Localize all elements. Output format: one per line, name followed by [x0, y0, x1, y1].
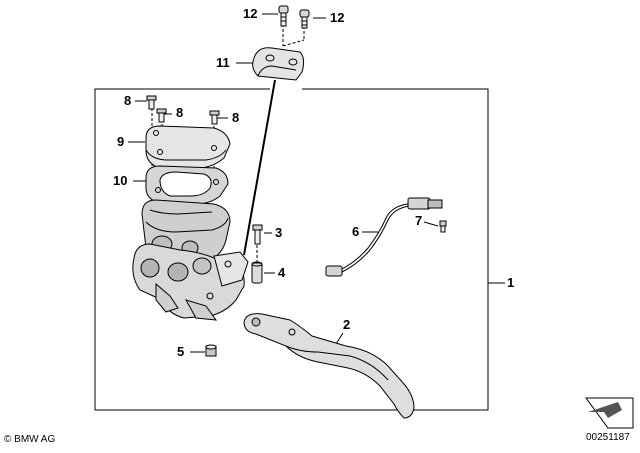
- callout-2: 2: [343, 317, 351, 332]
- leader-line-7: [423, 221, 439, 227]
- callout-3: 3: [275, 225, 283, 240]
- clamp-11: [252, 47, 305, 81]
- hand-lever-2: [243, 313, 415, 419]
- callout-1: 1: [507, 275, 515, 290]
- callout-12a: 12: [243, 6, 258, 21]
- callout-4: 4: [278, 265, 286, 280]
- screw-8a: [146, 95, 157, 110]
- callout-9: 9: [117, 134, 125, 149]
- brake-switch-cable-6: [325, 197, 443, 277]
- assembly-frame: [94, 88, 489, 411]
- callout-6: 6: [352, 224, 360, 239]
- master-cylinder-housing: [132, 199, 249, 321]
- screw-8b: [156, 108, 167, 123]
- callout-8c: 8: [232, 110, 240, 125]
- screw-8c: [209, 110, 220, 125]
- image-number: 00251187: [586, 432, 630, 443]
- page-corner-arrow-icon: [585, 397, 634, 429]
- copyright-text: © BMW AG: [4, 434, 56, 445]
- alignment-line: [282, 39, 305, 47]
- reservoir-cover-9: [145, 125, 231, 169]
- callout-10: 10: [113, 173, 128, 188]
- screw-12-left: [278, 5, 289, 27]
- gasket-10: [145, 165, 229, 205]
- bushing-4: [251, 261, 263, 284]
- callout-8a: 8: [124, 93, 132, 108]
- screw-7: [439, 220, 447, 233]
- pin-3: [252, 224, 263, 245]
- callout-8b: 8: [176, 105, 184, 120]
- callout-5: 5: [177, 344, 185, 359]
- screw-12-right: [299, 9, 310, 29]
- callout-12b: 12: [330, 10, 345, 25]
- guide-rod: [243, 79, 276, 256]
- nut-5: [205, 344, 217, 357]
- callout-11: 11: [216, 55, 230, 70]
- callout-7: 7: [415, 213, 423, 228]
